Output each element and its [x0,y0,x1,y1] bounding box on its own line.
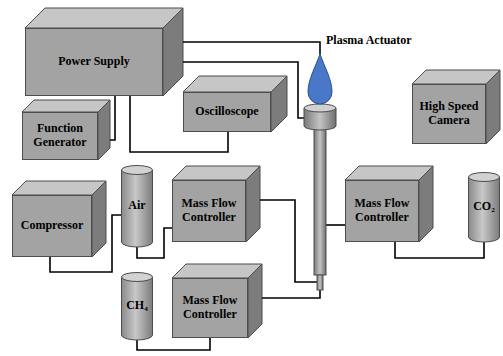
gas-cylinder: Air [121,165,153,247]
box-top-face [183,76,287,92]
cylinder-top [122,273,153,282]
box-side-face [248,264,262,338]
box-side-face [163,8,183,96]
node-label: Air [128,199,145,213]
box-side-face [419,166,433,242]
connector-line [183,42,320,54]
connector-line [260,200,317,282]
box-top-face [25,8,183,28]
cylinder-body [122,277,153,340]
box-top-face [412,70,500,84]
box-side-face [92,181,106,257]
node-label: Power Supply [58,55,129,69]
box-side-face [271,76,287,132]
cylinder-body [469,177,500,242]
burner-cap-top [304,104,336,112]
connector-line [326,224,345,226]
box-top-face [12,181,106,195]
node-label: Mass Flow Controller [349,197,415,225]
box-top-face [345,166,433,180]
connector-line [262,290,320,298]
node-label: Mass Flow Controller [176,294,244,322]
node-label: Function Generator [26,122,94,150]
compressor-box: Compressor [12,195,92,257]
burner-shape [290,28,425,292]
oscilloscope-box: Oscilloscope [183,92,271,132]
burner-tube [314,128,326,275]
box-top-face [22,100,110,112]
camera-box: High Speed Camera [412,84,486,144]
gas-cylinder: CH₄ [121,272,153,340]
burner-actuator: Plasma Actuator [290,28,425,292]
generator-box: Function Generator [22,112,98,160]
connector-line [137,338,210,350]
box-top-face [172,166,260,180]
cylinder-top [122,166,153,175]
box-side-face [246,166,260,242]
node-label: CH₄ [126,299,148,313]
inlet-tube [317,275,323,290]
flow-controller-box: Mass Flow Controller [345,180,419,242]
plasma-flame [308,54,332,104]
cylinder-top [469,173,500,182]
cylinder-body [122,170,153,247]
power-supply-box: Power Supply [25,28,163,96]
node-label: CO₂ [473,200,495,214]
flow-controller-box: Mass Flow Controller [172,278,248,338]
node-label: Compressor [21,219,83,233]
flow-controller-box: Mass Flow Controller [172,180,246,242]
connector-line [395,242,484,258]
box-side-face [98,100,110,160]
node-label: Mass Flow Controller [176,197,242,225]
connector-line [183,62,304,118]
box-side-face [486,70,500,144]
node-label: High Speed Camera [416,100,482,128]
node-label: Oscilloscope [195,105,258,119]
connector-line [110,96,115,140]
gas-cylinder: CO₂ [468,172,500,242]
node-label: Plasma Actuator [326,34,412,48]
box-top-face [172,264,262,278]
